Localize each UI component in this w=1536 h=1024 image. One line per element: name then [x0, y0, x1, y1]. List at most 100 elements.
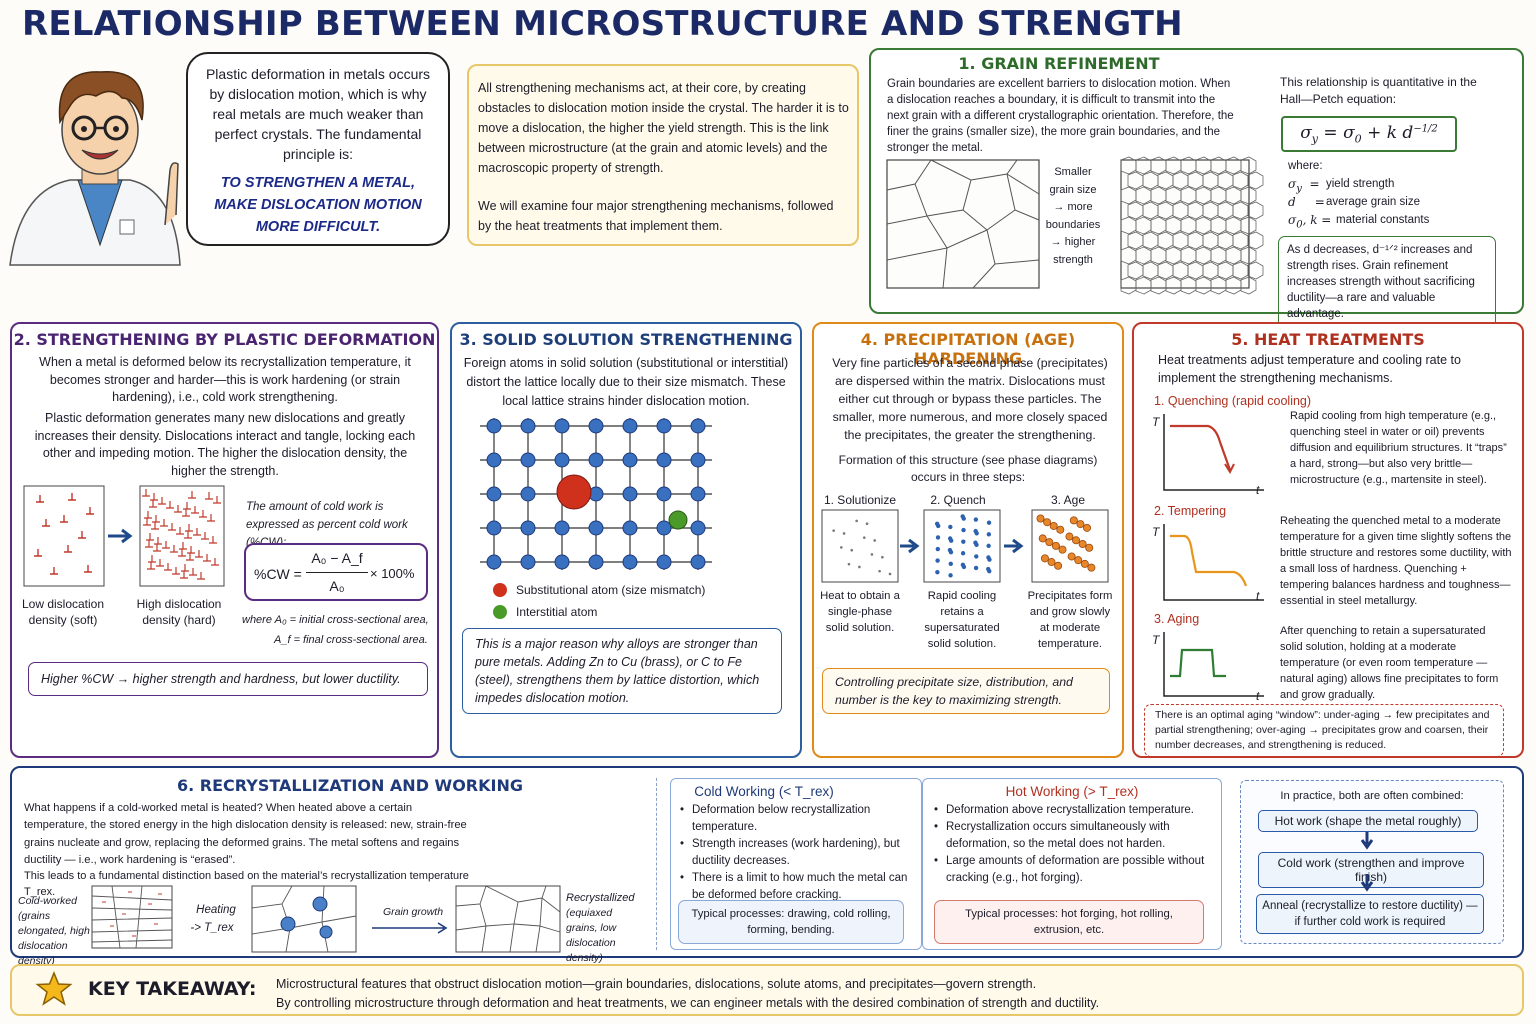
scientist-illustration — [9, 71, 181, 266]
solute-dot — [935, 546, 940, 552]
precipitate — [1080, 559, 1089, 568]
dislocation-mark — [162, 541, 170, 549]
grain-cell — [1247, 261, 1264, 280]
s5-axis-t3: t — [1256, 689, 1260, 703]
precipitate — [1085, 543, 1094, 552]
star-icon — [35, 971, 73, 1006]
dislocation-mark — [154, 537, 162, 545]
lattice-atom — [520, 486, 536, 502]
section-heat-treatments — [1132, 322, 1524, 758]
dislocation-mark — [164, 563, 172, 571]
dislocation-mark — [170, 545, 178, 553]
lattice-atom — [656, 520, 672, 536]
cold-worked-grains-figure — [91, 885, 173, 949]
cold-bullet: There is a limit to how much the metal c… — [680, 870, 918, 904]
dislocation-mark — [158, 497, 166, 505]
lattice-atom — [588, 554, 604, 570]
dislocation-mark — [209, 536, 217, 544]
dislocation-mark — [189, 568, 197, 576]
s1-sym-sigma: σy = — [1288, 177, 1320, 195]
grain-cell — [1240, 246, 1257, 265]
hot-working-bullets: Deformation above recrystallization temp… — [934, 802, 1216, 887]
intro-note — [467, 64, 859, 246]
solute-dot — [947, 536, 953, 541]
temper-curve-graph — [1163, 524, 1264, 601]
cold-working-heading: Cold Working (< T_rex) — [694, 784, 834, 799]
hot-working-note: Typical processes: hot forging, hot roll… — [934, 900, 1204, 944]
s6-heating: Heating — [196, 904, 236, 916]
s2-formula-den: A₀ — [329, 578, 345, 594]
lattice-atom — [486, 520, 502, 536]
s2-heading: 2. STRENGTHENING BY PLASTIC DEFORMATION — [13, 330, 436, 349]
precipitate — [1078, 540, 1087, 549]
dislocation-mark — [166, 501, 174, 509]
solute-dot — [948, 573, 953, 578]
solute-dot — [986, 520, 992, 525]
s6-grain-growth: Grain growth — [382, 906, 444, 918]
interstitial-atom — [668, 510, 688, 530]
precipitate — [1056, 525, 1065, 534]
s2-p2: Plastic deformation generates many new d… — [34, 411, 416, 478]
hot-working-heading: Hot Working (> T_rex) — [1005, 784, 1139, 799]
s1-where: where: — [1288, 160, 1323, 172]
s5-axis-t2: t — [1256, 589, 1260, 603]
dislocation-mark — [142, 489, 150, 497]
intro-note-p2: We will examine four major strengthening… — [478, 199, 834, 233]
dislocation-mark — [187, 546, 195, 554]
intro-note-p1: All strengthening mechanisms act, at the… — [478, 81, 849, 175]
lattice-figure — [480, 418, 712, 570]
solute-dot — [934, 521, 940, 526]
s6-text2: This leads to a fundamental distinction … — [24, 870, 469, 898]
lattice-atom — [520, 554, 536, 570]
cold-bullet: Strength increases (work hardening), but… — [680, 836, 918, 870]
precipitate — [1074, 556, 1083, 565]
s2-cw-intro: The amount of cold work is expressed as … — [246, 501, 408, 549]
precipitate — [1067, 552, 1076, 561]
takeaway-label: KEY TAKEAWAY: — [88, 978, 257, 1000]
dislocation-mark — [184, 531, 192, 539]
solute-dot — [947, 547, 953, 553]
hot-bullet: Deformation above recrystallization temp… — [934, 802, 1216, 819]
precipitate — [1069, 516, 1078, 525]
solute-dot — [842, 532, 846, 535]
solute-dot — [855, 519, 858, 523]
solute-dot — [948, 524, 953, 530]
solute-dot — [960, 551, 966, 556]
precipitate — [1054, 561, 1063, 570]
precipitate — [1040, 554, 1049, 563]
page-title: RELATIONSHIP BETWEEN MICROSTRUCTURE AND … — [22, 4, 1183, 44]
lattice-atom — [690, 554, 706, 570]
solute-dot — [858, 565, 861, 569]
dislocation-mark — [148, 555, 156, 563]
substitutional-legend-dot — [493, 583, 507, 597]
grain-cell — [1240, 156, 1257, 175]
s3-legend-int: Interstitial atom — [516, 605, 598, 619]
s6-text: What happens if a cold-worked metal is h… — [24, 802, 467, 867]
solute-dot — [960, 562, 966, 568]
s4-p2: Formation of this structure (see phase d… — [838, 453, 1098, 484]
solute-dot — [948, 561, 953, 566]
section-solid-solution — [450, 322, 802, 758]
dislocation-mark — [181, 564, 189, 572]
lattice-atom — [622, 418, 638, 434]
s2-formula-tail: × 100% — [370, 566, 415, 581]
dislocation-mark — [78, 531, 86, 539]
flow-step-anneal: Anneal (recrystallize to restore ductili… — [1256, 894, 1484, 934]
s5-item2-desc: Reheating the quenched metal to a modera… — [1280, 515, 1512, 607]
arrow-right-icon — [900, 538, 920, 554]
recrystallized-grains-figure — [455, 885, 561, 953]
s5-item1-desc: Rapid cooling from high temperature (e.g… — [1290, 410, 1507, 486]
s6-heating-t: -> T_rex — [190, 922, 234, 934]
dislocation-mark — [152, 515, 160, 523]
solute-dot — [973, 517, 979, 522]
precipitate — [1045, 538, 1054, 547]
s6-recrystallized-title: Recrystallized — [566, 892, 635, 904]
solute-dot — [935, 558, 940, 563]
precipitate — [1058, 545, 1067, 554]
s4-step1-desc: Heat to obtain a single-phase solid solu… — [820, 590, 900, 634]
new-grains-figure — [251, 885, 357, 953]
s1-arrow-label: Smaller grain size → more boundaries → h… — [1045, 166, 1101, 266]
dislocation-mark — [143, 518, 151, 526]
s6-cold-worked: Cold-worked (grains elongated, high disl… — [18, 895, 90, 967]
lattice-atom — [690, 486, 706, 502]
